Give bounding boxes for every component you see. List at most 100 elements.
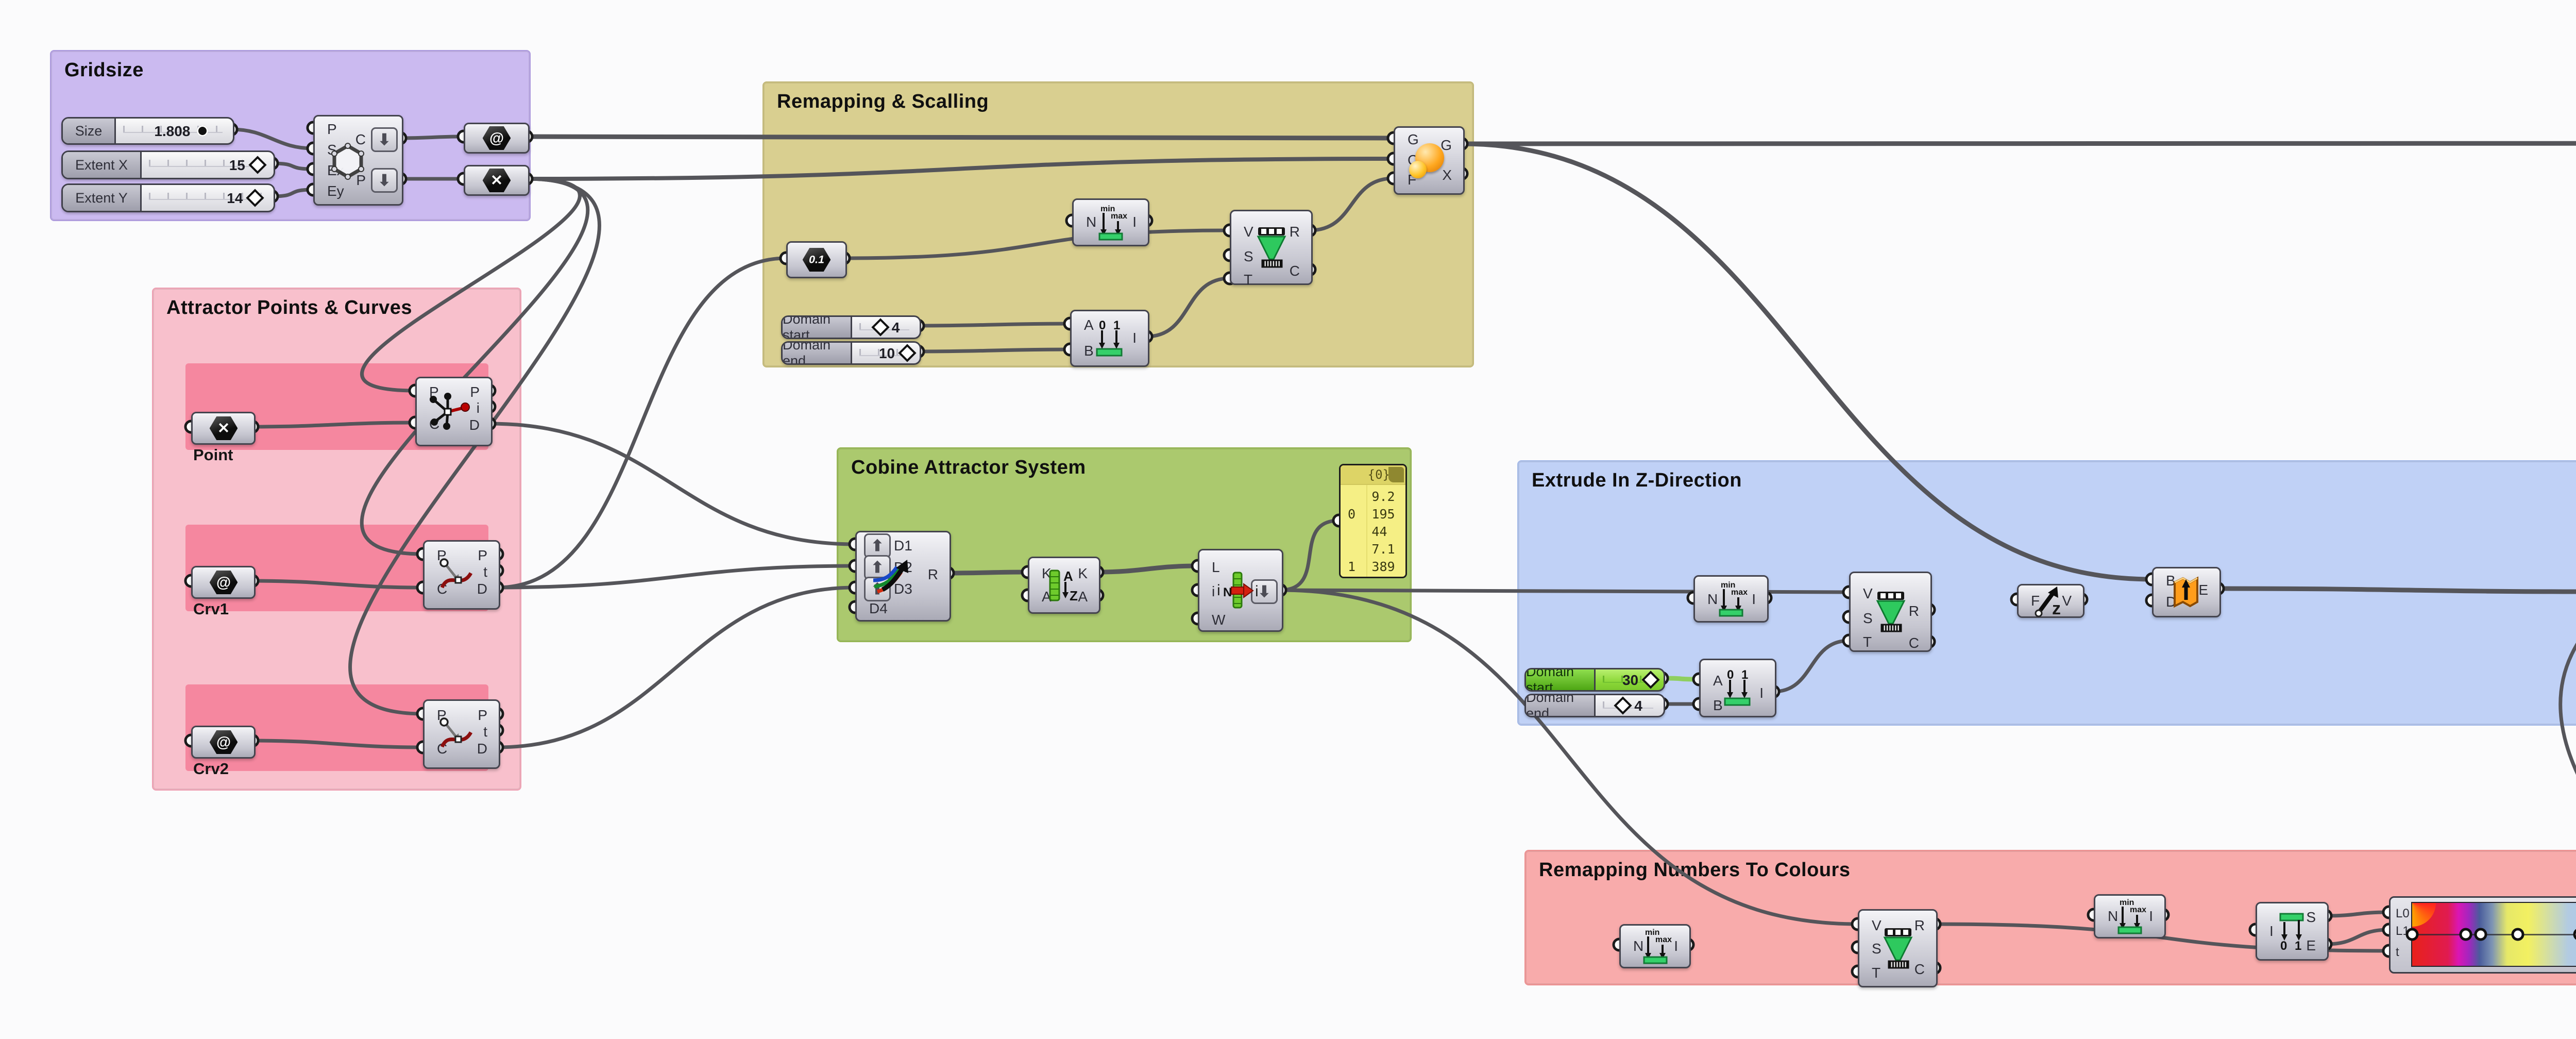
port-label-remap1-R-out: R	[1289, 224, 1300, 240]
component-cp[interactable]: PCPiD	[415, 377, 493, 446]
param-container-crv1[interactable]: @	[191, 566, 256, 599]
port-label-remap2-T: T	[1863, 634, 1872, 650]
remap-icon	[1875, 926, 1921, 970]
port-label-listitem-L: L	[1212, 559, 1220, 575]
wire[interactable]	[497, 564, 856, 590]
port-label-scale-G-out: G	[1440, 137, 1452, 153]
svg-text:i: i	[1255, 583, 1259, 600]
svg-text:max: max	[1655, 935, 1672, 944]
cluster-node[interactable]: 0.1	[786, 241, 847, 278]
svg-text:0: 0	[1099, 319, 1106, 332]
closest-point-icon	[427, 392, 471, 431]
point-hex-icon: ✕	[482, 168, 511, 193]
svg-text:min: min	[2120, 898, 2134, 907]
slider-knob-dend2[interactable]	[1614, 696, 1632, 715]
gradient-grip[interactable]	[2405, 928, 2419, 941]
port-label-unitz-V-out: V	[2062, 593, 2072, 609]
port-label-cdom1-B: B	[1084, 343, 1094, 359]
group-title-cobine: Cobine Attractor System	[851, 457, 1086, 478]
param-container-relaypoint[interactable]: ✕	[464, 165, 530, 196]
slider-knob-dend1[interactable]	[898, 344, 917, 362]
port-label-remap1-C-out: C	[1289, 263, 1300, 279]
port-label-cdom1-A: A	[1084, 317, 1094, 333]
port-label-ccp1-t-out: t	[483, 564, 487, 580]
slider-label-dend1: Domain end	[783, 343, 852, 363]
panel-row-value: 72	[1371, 577, 1387, 578]
gradient-rainbow-corner	[2412, 903, 2436, 927]
slider-knob-extx[interactable]	[248, 156, 267, 174]
slider-knob-size[interactable]	[197, 125, 209, 137]
port-label-gradient-t: t	[2396, 945, 2399, 959]
factor-hex-icon: 0.1	[802, 247, 831, 272]
port-label-remap2-C-out: C	[1908, 635, 1919, 651]
expand-down-button[interactable]: ⬇	[371, 168, 398, 193]
group-title-gridsize: Gridsize	[64, 59, 144, 81]
wire[interactable]	[489, 422, 856, 546]
slider-value-dend1: 10	[878, 345, 895, 361]
gradient-grip[interactable]	[2459, 928, 2472, 941]
port-label-hexgrid-P: P	[327, 121, 337, 137]
component-merge[interactable]: D1⬆D2⬆D3⬆D4R	[855, 531, 951, 622]
slider-dend1[interactable]: Domain end 10	[781, 341, 921, 365]
port-label-bounds1-N: N	[1086, 214, 1097, 230]
svg-text:0: 0	[1727, 668, 1734, 682]
slider-knob-dstart2[interactable]	[1641, 671, 1660, 689]
panel-row-index: 1	[1348, 559, 1356, 574]
param-container-pointparam[interactable]: ✕	[191, 412, 256, 445]
gradient-bar[interactable]	[2405, 902, 2576, 967]
port-label-extrudec-B: B	[2166, 573, 2176, 589]
wire[interactable]	[497, 585, 856, 749]
expand-down-button[interactable]: ⬇	[371, 127, 398, 152]
expand-up-button[interactable]: ⬆	[864, 533, 891, 558]
component-listitem[interactable]: LiWi⬇iNi	[1198, 549, 1283, 632]
wire[interactable]	[497, 256, 787, 590]
slider-knob-dstart1[interactable]	[871, 318, 890, 337]
svg-text:0: 0	[2280, 939, 2287, 953]
gradient-grip[interactable]	[2511, 928, 2524, 941]
slider-label-dend2: Domain end	[1526, 695, 1596, 716]
expand-up-button[interactable]: ⬆	[864, 555, 891, 580]
wire[interactable]	[1461, 141, 2576, 146]
gradient-grip[interactable]	[2474, 928, 2487, 941]
slider-value-dstart1: 4	[891, 320, 900, 336]
param-container-relaycurve[interactable]: @	[464, 123, 530, 154]
slider-knob-exty[interactable]	[246, 189, 265, 207]
svg-text:i: i	[1217, 582, 1221, 599]
curve-hex-icon: @	[209, 730, 238, 755]
param-container-crv2[interactable]: @	[191, 726, 256, 759]
port-label-gradient-L0: L0	[2396, 907, 2410, 920]
gradient-grip[interactable]	[2573, 928, 2576, 941]
port-label-remap1-T: T	[1244, 272, 1253, 288]
component-hexgrid[interactable]: PSExEyC⬇P⬇	[313, 115, 403, 206]
svg-text:max: max	[2130, 906, 2146, 914]
svg-text:Z: Z	[1070, 588, 1078, 604]
